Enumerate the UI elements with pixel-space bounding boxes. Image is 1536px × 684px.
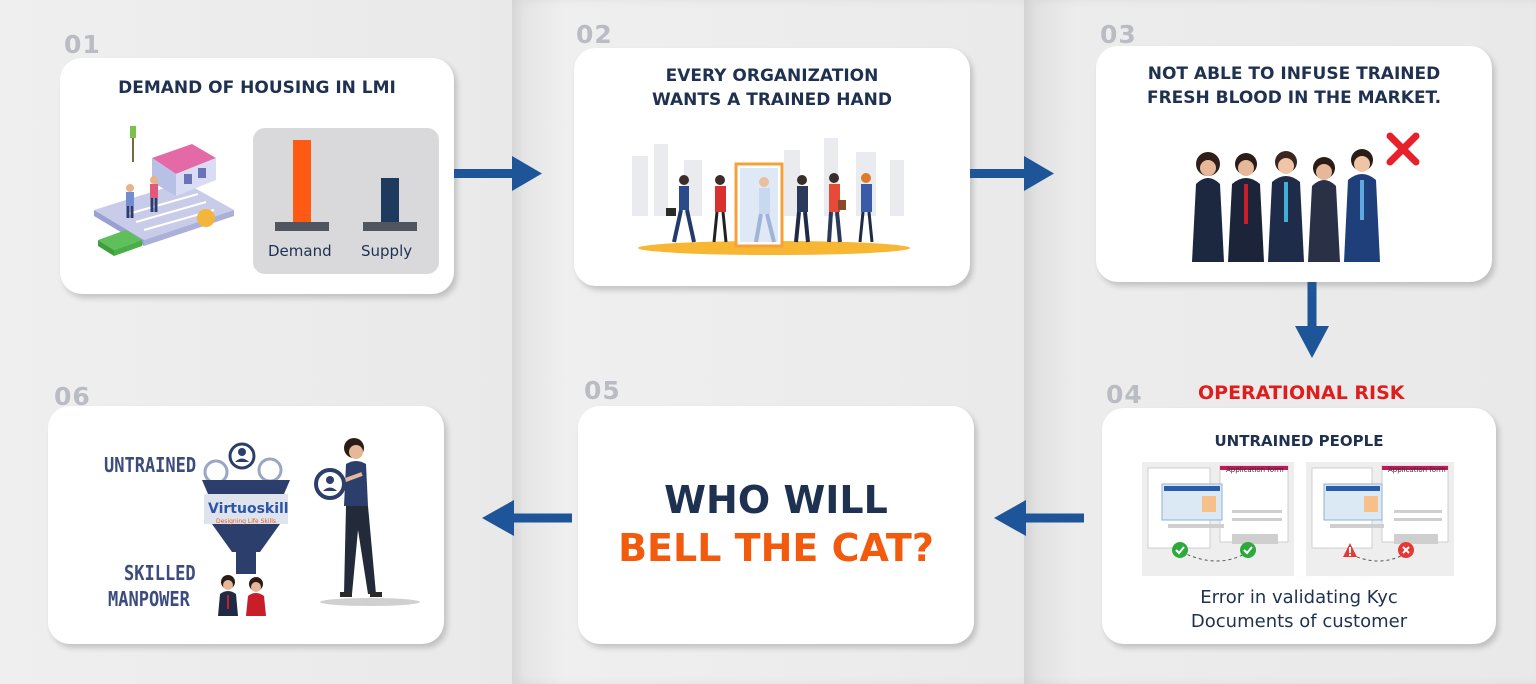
team-walking-illustration bbox=[632, 138, 910, 255]
step-number-04: 04 bbox=[1106, 380, 1143, 409]
step-number-02: 02 bbox=[576, 20, 613, 49]
arrow-left-icon bbox=[994, 500, 1084, 536]
doc-label-right: Application form bbox=[1388, 466, 1446, 474]
supply-bar-base bbox=[363, 222, 417, 231]
kyc-doc-panel-right: Application form bbox=[1306, 462, 1454, 576]
kyc-error-caption-line1: Error in validating Kyc bbox=[1200, 587, 1398, 608]
step-number-03: 03 bbox=[1100, 20, 1137, 49]
who-will-text: WHO WILL bbox=[664, 478, 888, 522]
brand-tagline: Designing Life Skills bbox=[216, 518, 277, 525]
step-card-02: EVERY ORGANIZATION WANTS A TRAINED HAND bbox=[574, 48, 970, 286]
step-card-03: NOT ABLE TO INFUSE TRAINED FRESH BLOOD I… bbox=[1096, 46, 1492, 282]
untrained-label: UNTRAINED bbox=[104, 453, 197, 477]
supply-bar bbox=[381, 178, 399, 224]
untrained-people-title: UNTRAINED PEOPLE bbox=[1214, 432, 1384, 450]
business-people bbox=[1192, 149, 1380, 262]
step-title-01: DEMAND OF HOUSING IN LMI bbox=[118, 78, 396, 98]
skilled-people bbox=[218, 575, 266, 616]
kyc-document-right bbox=[1311, 465, 1449, 562]
step-card-04: UNTRAINED PEOPLE Application form bbox=[1102, 408, 1496, 644]
walking-people bbox=[666, 173, 874, 243]
step-card-05: WHO WILL BELL THE CAT? bbox=[578, 406, 974, 644]
demand-supply-bars bbox=[275, 140, 417, 231]
demand-bar-base bbox=[275, 222, 329, 231]
operational-risk-label: OPERATIONAL RISK bbox=[1198, 382, 1405, 404]
bell-the-cat-text: BELL THE CAT? bbox=[618, 526, 934, 570]
step-title-02-line2: WANTS A TRAINED HAND bbox=[652, 90, 892, 110]
kyc-doc-panel-left: Application form bbox=[1142, 462, 1294, 576]
skilled-label-line1: SKILLED bbox=[124, 561, 196, 585]
step-title-03-line2: FRESH BLOOD IN THE MARKET. bbox=[1146, 88, 1442, 108]
housing-illustration bbox=[94, 126, 234, 256]
kyc-document-left bbox=[1147, 465, 1289, 562]
green-check-icon bbox=[1172, 542, 1188, 558]
demand-supply-chart: Demand Supply bbox=[253, 128, 439, 274]
step-number-05: 05 bbox=[584, 376, 621, 405]
warning-icon bbox=[1343, 543, 1357, 557]
red-cross-icon bbox=[1386, 132, 1420, 166]
arrow-right-icon bbox=[454, 156, 542, 191]
brand-name: Virtuoskill bbox=[208, 501, 289, 517]
green-check-icon bbox=[1240, 542, 1256, 558]
kyc-error-caption-line2: Documents of customer bbox=[1190, 611, 1408, 632]
virtuoskill-logo: Virtuoskill bbox=[208, 501, 289, 517]
woman-magnifier-illustration bbox=[314, 438, 420, 606]
step-card-01: DEMAND OF HOUSING IN LMI bbox=[60, 58, 454, 294]
skilled-label-line2: MANPOWER bbox=[108, 587, 190, 611]
doc-label-left: Application form bbox=[1226, 466, 1284, 474]
step-title-02-line1: EVERY ORGANIZATION bbox=[665, 66, 879, 86]
error-x-icon bbox=[1398, 542, 1414, 558]
step-card-06: UNTRAINED SKILLED MANPOWER Virtuoskill D… bbox=[48, 406, 444, 644]
arrow-right-icon bbox=[970, 156, 1054, 191]
arrow-left-icon bbox=[482, 500, 572, 536]
chart-label-demand: Demand bbox=[268, 242, 332, 260]
arrow-down-icon bbox=[1295, 282, 1329, 358]
demand-bar bbox=[293, 140, 311, 224]
business-team-illustration bbox=[1192, 149, 1380, 262]
step-title-03-line1: NOT ABLE TO INFUSE TRAINED bbox=[1147, 64, 1441, 84]
chart-label-supply: Supply bbox=[361, 242, 413, 260]
step-number-01: 01 bbox=[64, 30, 101, 59]
funnel-illustration bbox=[202, 442, 290, 616]
